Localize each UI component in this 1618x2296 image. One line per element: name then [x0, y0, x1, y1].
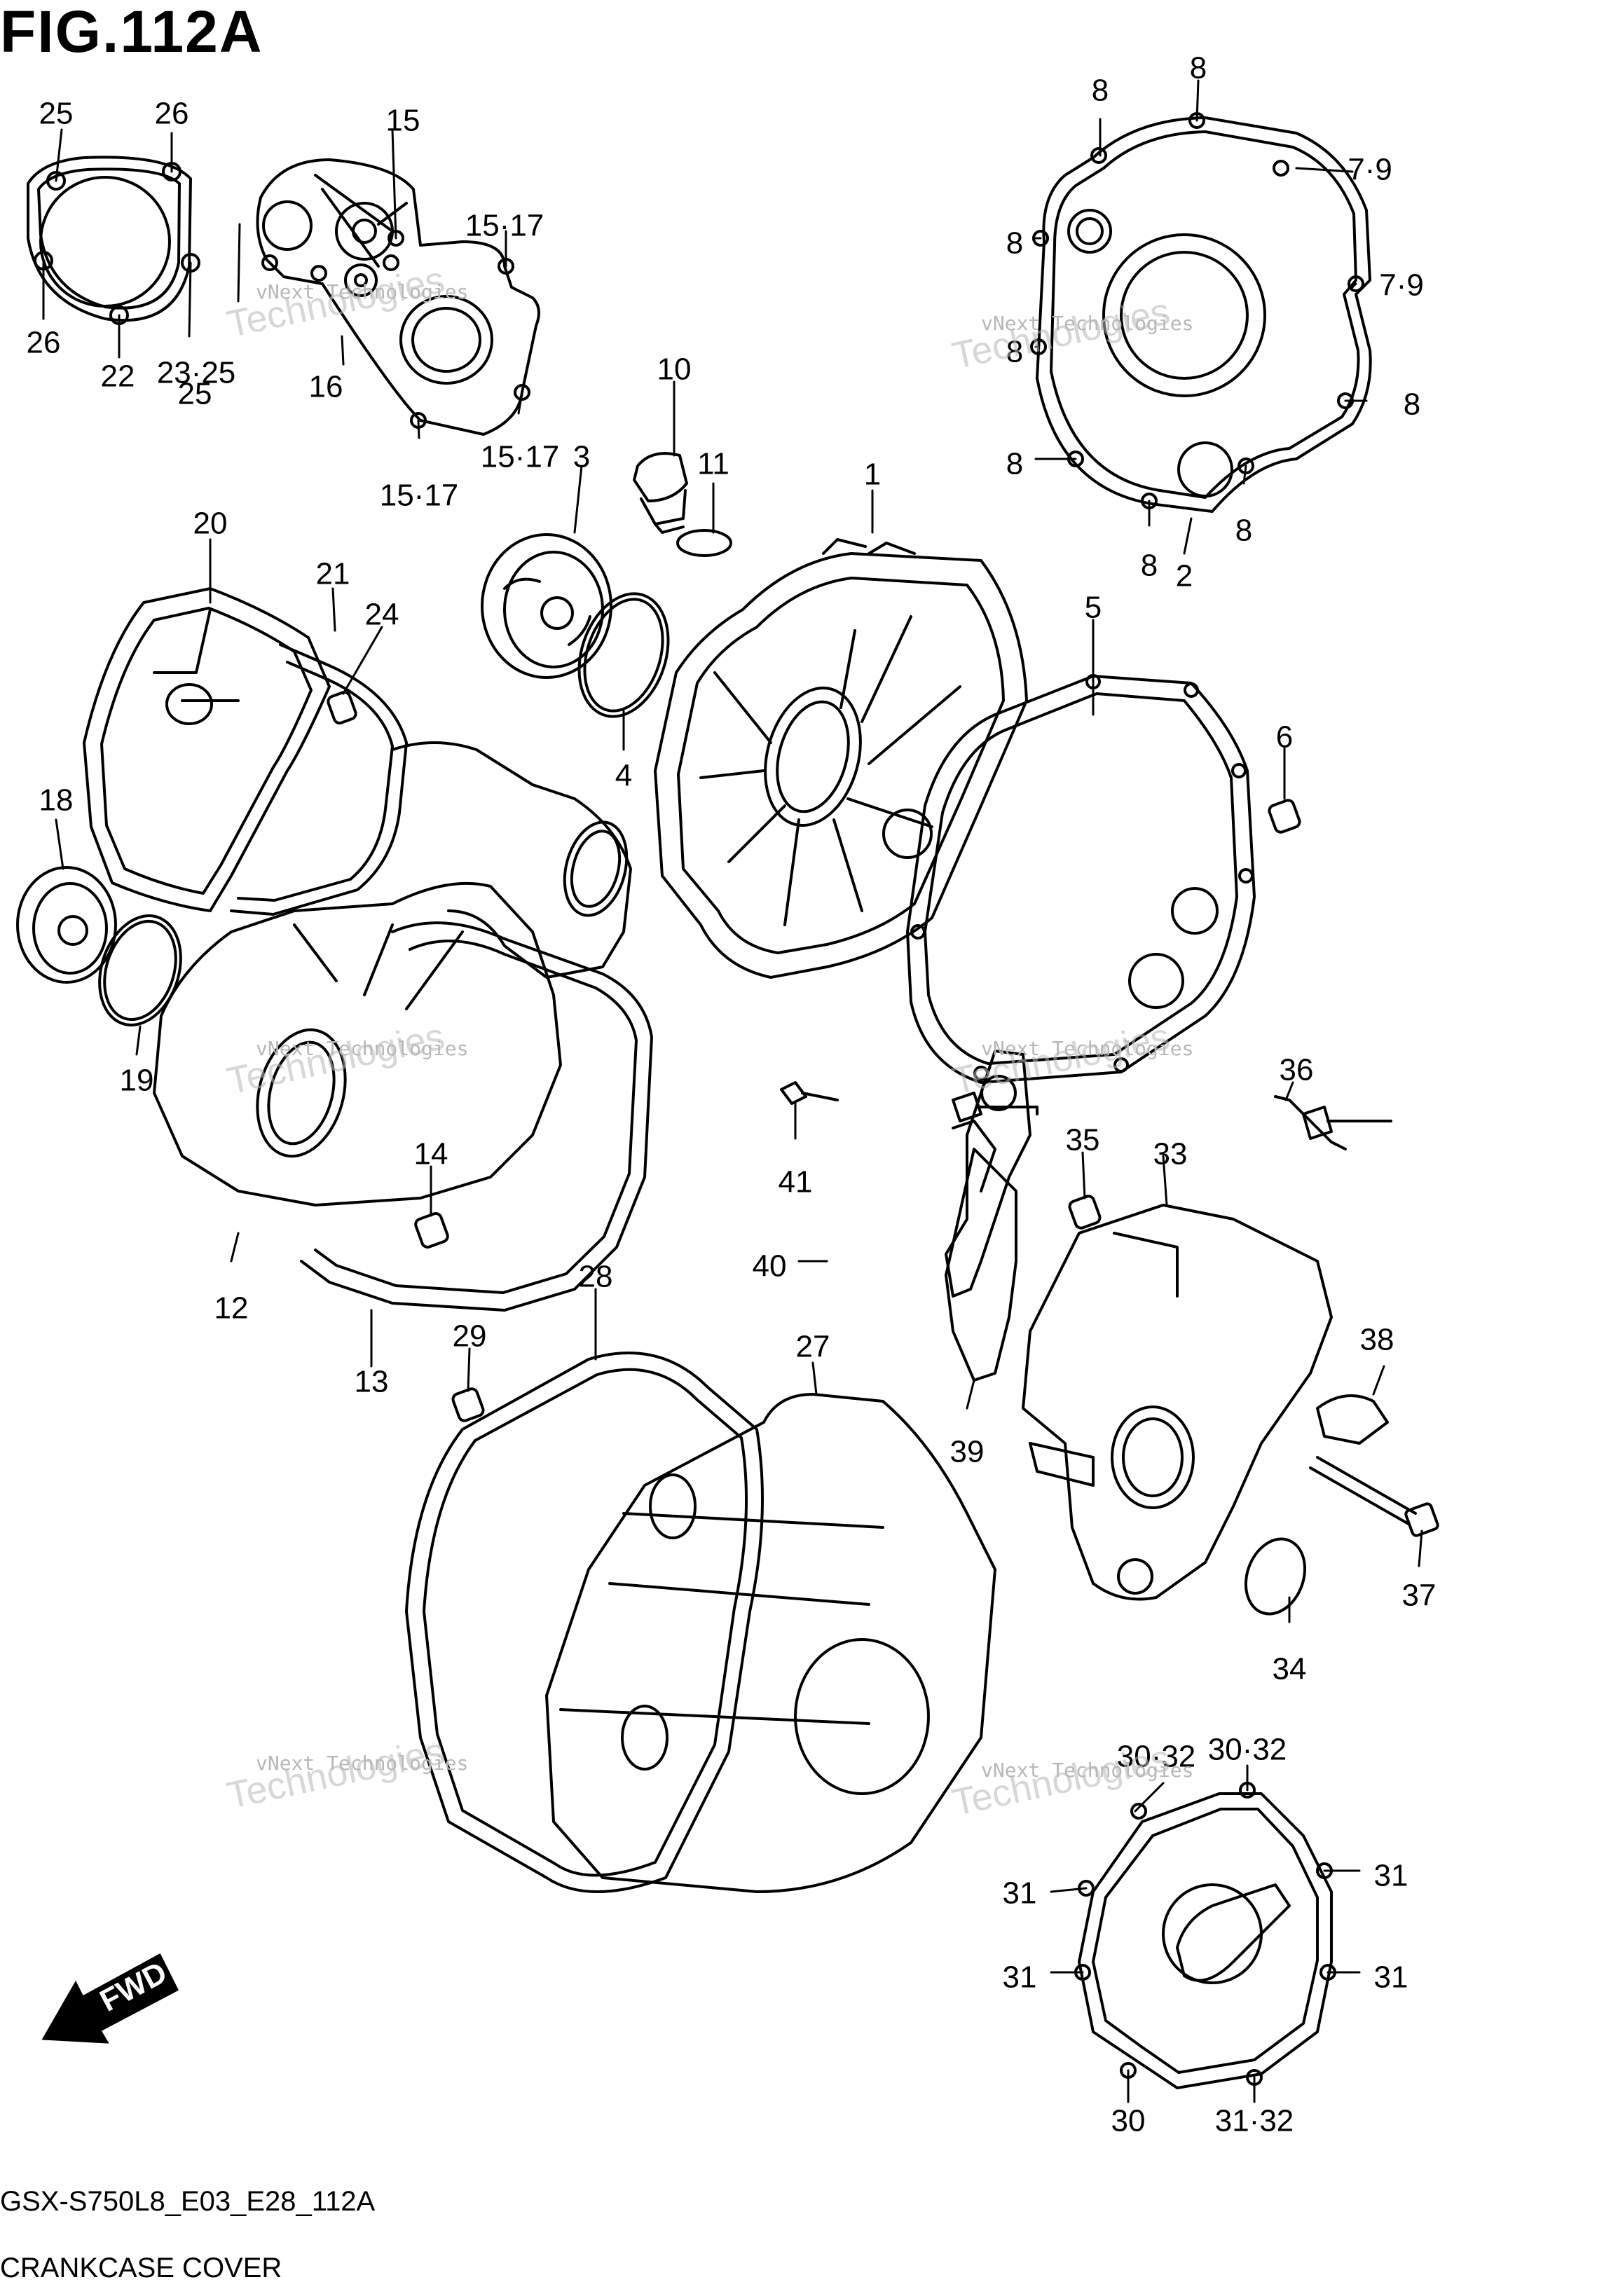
sprocket-cover-drawing	[780, 1050, 1439, 1616]
clutch-cover-gasket-drawing	[906, 674, 1256, 1084]
part-number-label: 29	[453, 1319, 487, 1354]
part-number-label: 8	[1190, 51, 1207, 85]
footer-model-code: GSX-S750L8_E03_E28_112A	[0, 2186, 376, 2217]
part-number-label: 31·32	[1215, 2104, 1294, 2138]
part-number-label: 28	[579, 1260, 613, 1294]
part-number-label: 30·32	[1117, 1740, 1196, 1774]
left-seal-drawing	[16, 866, 182, 1026]
part-number-label: 40	[753, 1249, 787, 1284]
part-number-label: 5	[1085, 591, 1102, 625]
part-number-label: 8	[1006, 226, 1023, 261]
part-number-label: 41	[779, 1165, 813, 1199]
part-number-label: 27	[796, 1330, 830, 1364]
part-number-label: 15·17	[380, 479, 459, 513]
part-number-label: 34	[1273, 1652, 1307, 1686]
part-number-label: 15·17	[465, 209, 544, 243]
part-number-label: 31	[1374, 1859, 1408, 1893]
part-number-label: 33	[1153, 1137, 1188, 1171]
part-number-label: 19	[120, 1064, 154, 1098]
part-number-label: 26	[155, 97, 189, 131]
left-gasket-drawing	[83, 587, 408, 916]
part-number-label: 8	[1006, 335, 1023, 369]
part-number-label: 24	[365, 598, 399, 632]
part-number-label: 3	[573, 440, 590, 474]
part-number-label: 31	[1374, 1960, 1408, 1995]
part-number-label: 15	[386, 104, 420, 138]
part-number-label: 36	[1280, 1053, 1314, 1087]
part-number-label: 21	[316, 557, 350, 591]
forward-arrow-icon: FWD	[41, 1953, 179, 2044]
part-number-label: 8	[1092, 74, 1109, 108]
main-crankcase-cover-drawing	[654, 538, 1028, 979]
part-callouts: 1234567·97·98888888810111213141515·1715·…	[27, 51, 1437, 2138]
part-number-label: 8	[1141, 549, 1158, 583]
figure-title: FIG.112A	[0, 0, 263, 64]
part-number-label: 16	[309, 370, 343, 404]
cover-plug-drawing	[481, 533, 670, 718]
part-number-label: 25	[178, 377, 212, 411]
part-number-label: 20	[193, 507, 228, 541]
part-number-label: 8	[1006, 447, 1023, 481]
part-number-label: 2	[1176, 559, 1193, 593]
generator-cover-drawing	[405, 1352, 996, 1893]
clutch-cover-drawing	[1030, 112, 1372, 513]
part-number-label: 22	[101, 359, 135, 394]
part-number-label: 26	[27, 326, 61, 360]
part-number-label: 37	[1402, 1579, 1437, 1613]
part-number-label: 31	[1003, 1960, 1037, 1995]
part-number-label: 8	[1404, 387, 1420, 422]
part-number-label: 18	[39, 783, 74, 818]
part-number-label: 6	[1276, 720, 1293, 755]
leader-lines	[42, 79, 1423, 2103]
part-number-label: 31	[1003, 1876, 1037, 1911]
part-number-label: 25	[39, 97, 74, 131]
part-number-label: 23·25	[157, 356, 236, 390]
small-cover-drawing	[27, 156, 200, 325]
oil-filler-cap-drawing	[633, 452, 732, 557]
part-number-label: 10	[657, 352, 692, 387]
part-number-label: 30·32	[1208, 1733, 1287, 1767]
part-number-label: 35	[1066, 1123, 1100, 1157]
pump-cover-drawing	[256, 158, 540, 436]
part-number-label: 12	[214, 1291, 249, 1326]
starter-clutch-cover-drawing	[1074, 1782, 1336, 2089]
part-number-label: 15·17	[481, 440, 560, 474]
footer-section-name: CRANKCASE COVER	[0, 2253, 282, 2283]
part-number-label: 1	[864, 458, 881, 492]
part-number-label: 7·9	[1379, 268, 1424, 303]
part-number-label: 7·9	[1348, 153, 1392, 187]
part-number-label: 11	[697, 447, 729, 481]
part-number-label: 30	[1111, 2104, 1146, 2138]
pump-housing-drawing	[153, 741, 653, 1312]
part-number-label: 14	[414, 1137, 448, 1171]
part-number-label: 13	[355, 1365, 389, 1399]
part-number-label: 8	[1235, 514, 1252, 548]
part-number-label: 38	[1360, 1323, 1394, 1357]
part-number-label: 39	[950, 1435, 985, 1469]
part-number-label: 4	[615, 759, 632, 793]
dowel-pin-6-drawing	[1268, 799, 1301, 834]
